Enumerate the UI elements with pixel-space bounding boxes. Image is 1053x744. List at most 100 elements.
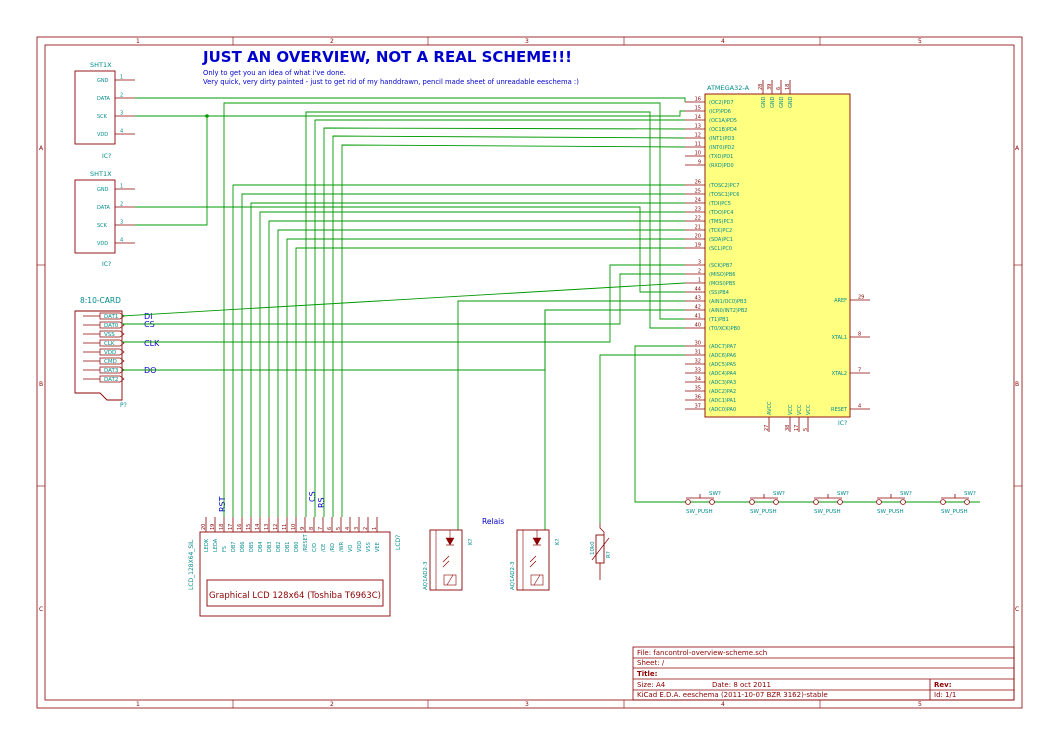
lcd-body-text: Graphical LCD 128x64 (Toshiba T6963C) [209,591,381,601]
card-name: 8:10-CARD [80,296,121,305]
mcu-pin-name: (INT0)PD2 [709,145,734,151]
sht2-pin-num: 3 [120,220,123,226]
mcu-pin-num: 30 [695,341,701,347]
switch-value: SW_PUSH [750,509,777,515]
sht2-name: SHT1X [90,170,112,178]
mcu-pin-num: 43 [695,296,701,302]
mcu-pin-name: (ADC0)PA0 [709,407,736,413]
frame-row-left-B: B [39,381,43,388]
mcu-pin-num: 34 [695,377,701,383]
sheet-frame [36,36,1023,709]
frame-col-bottom-2: 2 [330,701,334,708]
relais-2: AQ1AD2-3K? [510,529,561,591]
mcu-pin-list: (OC2)PD716(ICP)PD615(OC1A)PD514(OC1B)PD4… [685,80,870,432]
sht1-ref: IC? [102,153,111,160]
resistor: 10k0 R? [590,523,612,580]
mcu-pin-name: (SDA)PC1 [709,237,733,243]
lcd-pin-num: 1 [372,527,378,530]
mcu-pin-num: 33 [695,368,701,374]
mcu-pin-name: (ADC7)PA7 [709,344,736,350]
mcu-pin-num: 20 [695,234,701,240]
sht2-pin-name: GND [97,187,109,193]
mcu-bottom-pin-name: VCC [806,404,812,415]
frame-col-bottom-3: 3 [525,701,529,708]
tb-title: Title: [637,670,658,678]
mcu-pin-name: (MISO)PB6 [709,272,735,278]
sht1x-sensor-1: SHT1X IC? [74,61,116,160]
switch-value: SW_PUSH [686,509,713,515]
mcu-pin-num: 3 [698,260,701,266]
push-switch-2: SW?SW_PUSH [749,491,785,515]
lcd-ref: LCD? [395,535,402,550]
lcd-pin-num: 19 [210,524,216,530]
relais-1: AQ1AD2-3K? [423,529,474,591]
mcu-pin-name: (ADC4)PA4 [709,371,736,377]
mcu-pin-name: (T1)PB1 [709,317,729,323]
card-pin-label: CMD [104,359,117,365]
mcu-pin-num: 37 [695,404,701,410]
frame-col-bottom-5: 5 [918,701,922,708]
lcd-pin-num: 8 [309,527,315,530]
sht2-ref: IC? [102,261,111,268]
relais-ref: K? [468,538,474,545]
mcu-pin-num: 32 [695,359,701,365]
mcu-pin-name: (OC1A)PD5 [709,118,737,124]
relais-ref: K? [555,538,561,545]
mcu-top-pin-num: 28 [758,84,764,90]
card-ref: P? [120,402,127,409]
sht2-pin-name: VDD [97,241,108,247]
sht2-pin-num: 4 [120,238,123,244]
mcu-pin-name: (TDI)PC5 [709,201,731,207]
lcd-pin-name: VEE [375,542,381,552]
tb-tool: KiCad E.D.A. eeschema (2011-10-07 BZR 31… [637,691,828,699]
mcu-top-pin-name: GND [788,96,794,108]
lcd-pin-name: VSS [366,542,372,552]
sheet-title: JUST AN OVERVIEW, NOT A REAL SCHEME!!! [202,48,572,66]
switch-value: SW_PUSH [877,509,904,515]
mcu-pin-num: 14 [695,115,701,121]
card-pin-label: DAT0 [104,323,119,329]
lcd-pin-num: 14 [255,524,261,530]
lcd-pin-num: 7 [318,527,324,530]
sht2-pin-num: 1 [120,184,123,190]
mcu-pin-num: 15 [695,106,701,112]
net-label-di: DI [144,312,153,321]
resistor-ref: R? [606,551,612,558]
mcu-bottom-pin-name: VCC [788,404,794,415]
lcd-pin-num: 3 [354,527,360,530]
lcd-pin-num: 17 [228,524,234,530]
mcu-pin-name: (SCK)PB7 [709,263,732,269]
mcu-pin-name: (TOSC2)PC7 [709,183,739,189]
lcd-pin-name: VO [348,545,354,552]
mcu-pin-num: 19 [695,243,701,249]
mcu-pin-name: (AIN1/OC0)PB3 [709,299,747,305]
mcu-pin-name: (AIN0/INT2)PB2 [709,308,747,314]
frame-col-top-5: 5 [918,38,922,45]
frame-row-right-A: A [1015,145,1020,152]
mcu-pin-num: 22 [695,216,701,222]
frame-col-top-2: 2 [330,38,334,45]
sht2-pin-name: SCK [97,223,108,229]
push-switch-1: SW? SW_PUSH [685,491,721,515]
mcu-top-pin-num: 6 [776,87,782,90]
relais-label: Relais [482,517,504,526]
mcu-top-pin-name: GND [779,96,785,108]
switch-ref: SW? [900,491,912,497]
mcu-top-pin-num: 18 [785,84,791,90]
mcu-pin-name: (MOSI)PB5 [709,281,735,287]
mcu-pin-num: 12 [695,133,701,139]
mcu-pin-name: (ICP)PD6 [709,109,731,115]
mcu-pin-name: (ADC1)PA1 [709,398,736,404]
sd-card-connector: 8:10-CARD P? [74,296,127,409]
mcu-pin-num: 36 [695,395,701,401]
card-pin-label: DAT2 [104,377,118,383]
resistor-value: 10k0 [590,541,596,555]
lcd-pin-name: DB2 [276,542,282,552]
frame-col-top-3: 3 [525,38,529,45]
frame-col-bottom-4: 4 [721,701,725,708]
mcu-pin-name: (TXD)PD1 [709,154,733,160]
switch-ref: SW? [709,491,721,497]
sht2-pin-num: 2 [120,202,123,208]
